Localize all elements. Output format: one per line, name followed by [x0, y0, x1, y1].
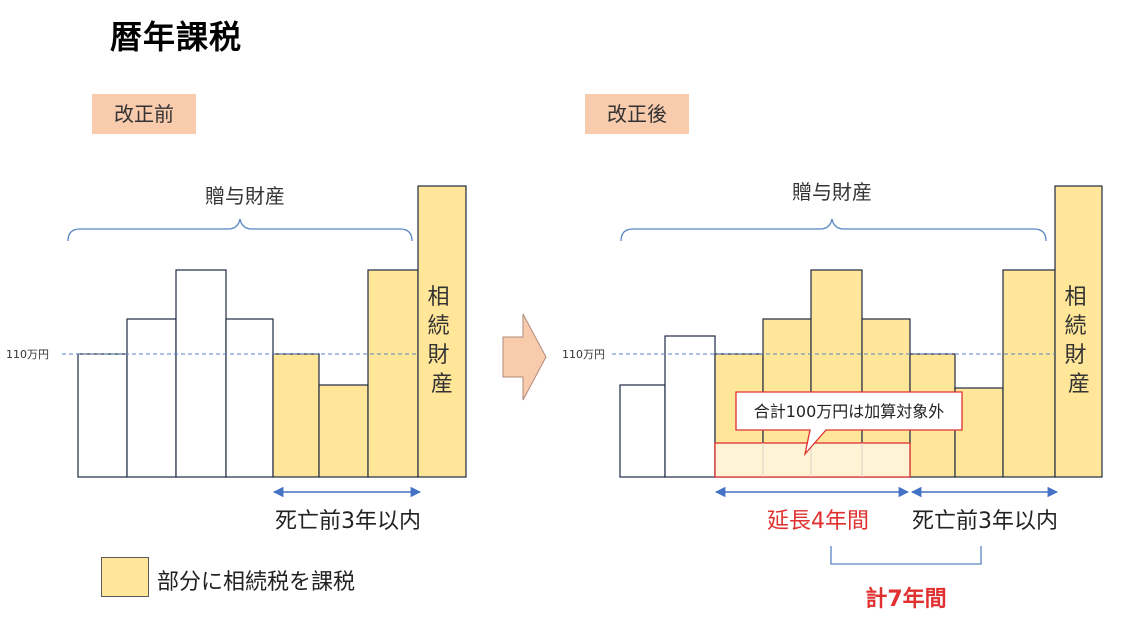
after-period-label: 死亡前3年以内 [912, 509, 1058, 534]
extension-label: 延長4年間 [767, 509, 869, 534]
page-title: 暦年課税 [110, 18, 243, 56]
total-bracket [830, 546, 982, 565]
callout-box [735, 391, 963, 457]
before-bar-6 [318, 384, 369, 478]
after-panel: 贈与財産 合計100万円は加算対象外 相 続 財 産 110万円 [562, 180, 1103, 612]
after-bar-9 [1002, 269, 1056, 478]
before-bar-2 [126, 318, 177, 478]
before-gift-label: 贈与財産 [205, 184, 285, 208]
after-inheritance-bar [1054, 185, 1103, 478]
legend-label: 部分に相続税を課税 [157, 570, 356, 595]
after-gift-brace [620, 218, 1047, 242]
before-bar-1 [77, 353, 128, 478]
before-threshold-label: 110万円 [6, 348, 49, 361]
before-inheritance-label: 相 続 財 産 [427, 285, 456, 397]
legend-swatch [101, 557, 149, 597]
after-panel-label: 改正後 [585, 94, 689, 134]
after-bar-2 [664, 335, 716, 478]
transition-arrow [502, 313, 547, 401]
before-bar-7 [367, 269, 419, 478]
before-bar-3 [175, 269, 227, 478]
before-period-label: 死亡前3年以内 [275, 509, 421, 534]
excluded-region [714, 442, 911, 478]
before-panel: 贈与財産 相 続 財 産 110万円 死亡前3年以内 [6, 184, 467, 534]
before-bar-4 [225, 318, 274, 478]
before-panel-label: 改正前 [92, 94, 196, 134]
after-gift-label: 贈与財産 [792, 180, 872, 204]
after-inheritance-label: 相 続 財 産 [1064, 285, 1093, 397]
before-gift-brace [67, 218, 413, 242]
callout-text: 合計100万円は加算対象外 [754, 402, 945, 421]
total-label: 計7年間 [865, 586, 946, 612]
after-bar-1 [619, 384, 666, 478]
after-threshold-label: 110万円 [562, 348, 605, 361]
before-bar-5 [272, 353, 320, 478]
before-inheritance-bar [417, 185, 467, 478]
after-bar-8 [954, 387, 1004, 478]
